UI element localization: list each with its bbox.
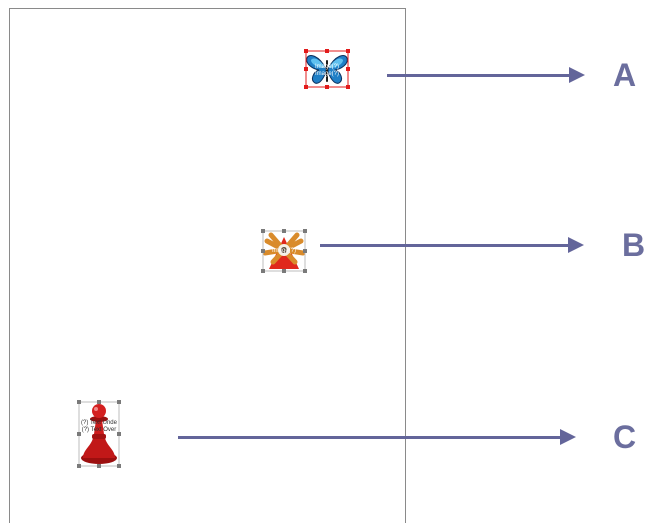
object-a-caption: Image(?) Image(?) xyxy=(305,64,349,78)
callout-arrow-c-head xyxy=(560,429,576,445)
object-b-caption-line-1: Image(?) xyxy=(271,248,296,254)
callout-label-b: B xyxy=(622,227,646,263)
callout-arrow-a-head xyxy=(569,67,585,83)
object-a-caption-line-1: Image(?) xyxy=(314,64,339,70)
callout-label-a: A xyxy=(613,57,637,93)
image-object-a[interactable]: Image(?) Image(?) xyxy=(304,49,350,89)
object-a-caption-line-2: Image(?) xyxy=(314,71,339,77)
callout-arrow-b-line xyxy=(320,244,570,247)
image-object-c[interactable]: (?) Text Unde (?) Text Over xyxy=(77,400,121,468)
callout-label-c: C xyxy=(613,419,637,455)
object-c-caption: (?) Text Unde (?) Text Over xyxy=(77,420,121,434)
callout-arrow-a-line xyxy=(387,74,571,77)
callout-arrow-b-head xyxy=(568,237,584,253)
callout-arrow-c-line xyxy=(178,436,562,439)
butterfly-icon xyxy=(304,49,350,89)
object-b-caption: Image(?) xyxy=(261,248,307,255)
object-c-caption-line-1: (?) Text Unde xyxy=(81,420,117,426)
chess-pawn-icon xyxy=(77,400,121,468)
object-c-caption-line-2: (?) Text Over xyxy=(81,427,117,433)
sunburst-icon xyxy=(261,229,307,273)
image-object-b[interactable]: Image(?) xyxy=(261,229,307,273)
